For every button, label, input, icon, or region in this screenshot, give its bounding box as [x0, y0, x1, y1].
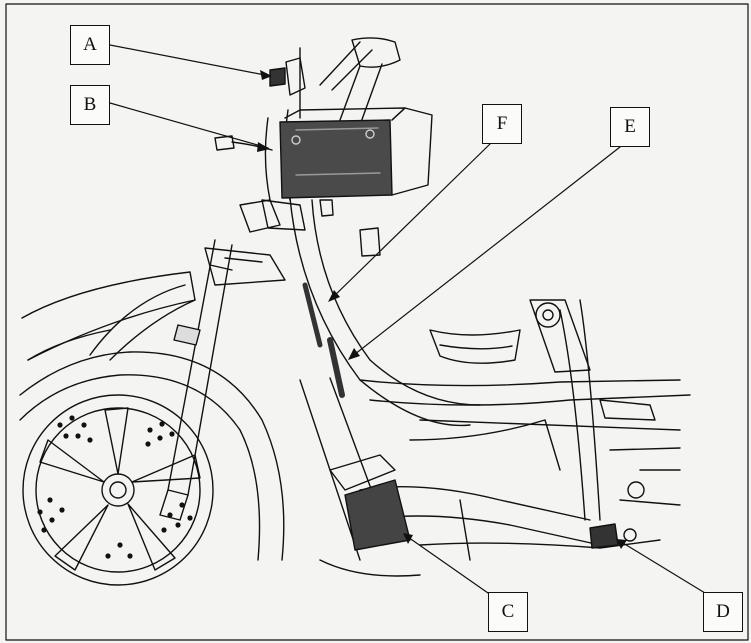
disc-holes	[37, 415, 193, 559]
front-fork	[159, 199, 286, 521]
leader-arrowheads	[257, 70, 627, 549]
leader-lines	[109, 44, 706, 594]
battery-box	[279, 107, 433, 199]
wiring-connectors	[214, 67, 619, 551]
leader-e	[349, 146, 621, 359]
leader-c	[404, 534, 489, 594]
callout-f: F	[482, 104, 522, 144]
front-wheel	[19, 351, 285, 586]
front-fender	[21, 271, 196, 361]
steering-head	[261, 37, 401, 231]
leader-a	[109, 44, 271, 77]
page-border	[5, 3, 749, 641]
callout-e: E	[610, 107, 650, 147]
leader-d	[617, 539, 706, 594]
callout-a: A	[70, 25, 110, 65]
callout-d: D	[703, 592, 743, 632]
main-frame	[289, 197, 691, 561]
leader-f	[329, 143, 491, 301]
callout-c: C	[488, 592, 528, 632]
callout-b: B	[70, 85, 110, 125]
leader-b	[109, 102, 269, 149]
